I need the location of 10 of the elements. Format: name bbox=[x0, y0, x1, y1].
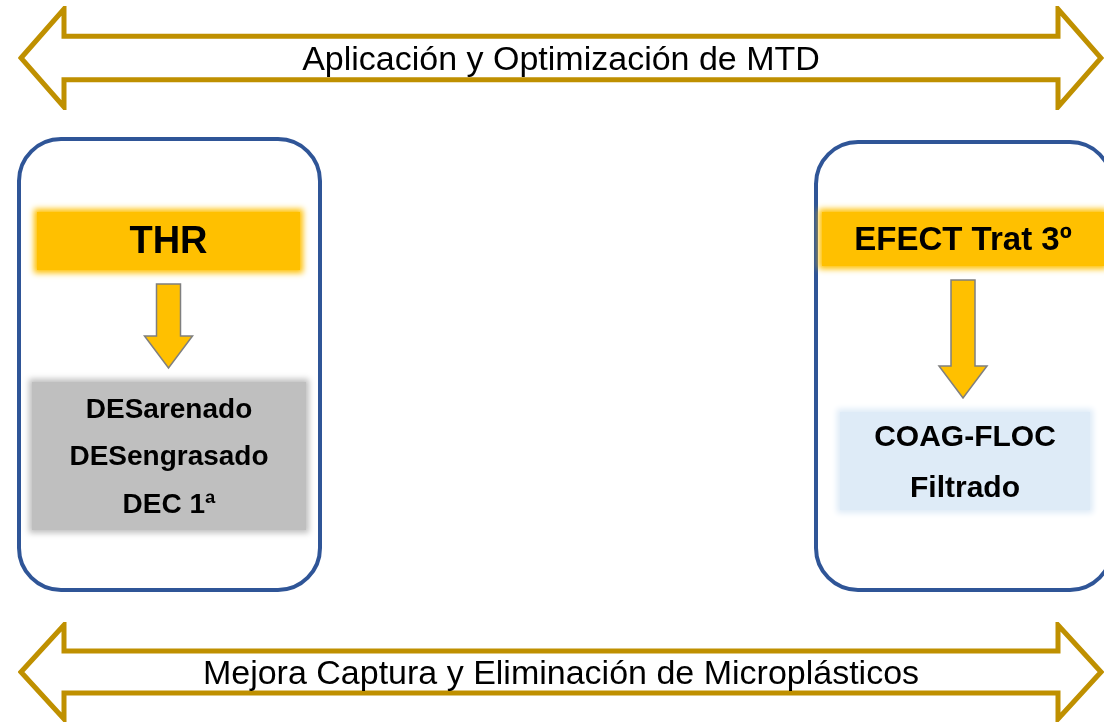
heading-bar: EFECT Trat 3º bbox=[822, 212, 1104, 266]
block-arrow bbox=[937, 279, 989, 400]
rounded-panel bbox=[17, 137, 322, 592]
heading-bar: THR bbox=[37, 212, 300, 270]
rounded-panel bbox=[814, 140, 1104, 592]
step-box: COAG-FLOC Filtrado bbox=[840, 412, 1090, 510]
step-box: DESarenado DESengrasado DEC 1ª bbox=[32, 382, 306, 530]
banner-text: Aplicación y Optimización de MTD bbox=[301, 38, 821, 79]
block-arrow bbox=[143, 283, 194, 370]
banner-text: Mejora Captura y Eliminación de Microplásticos bbox=[201, 652, 921, 693]
